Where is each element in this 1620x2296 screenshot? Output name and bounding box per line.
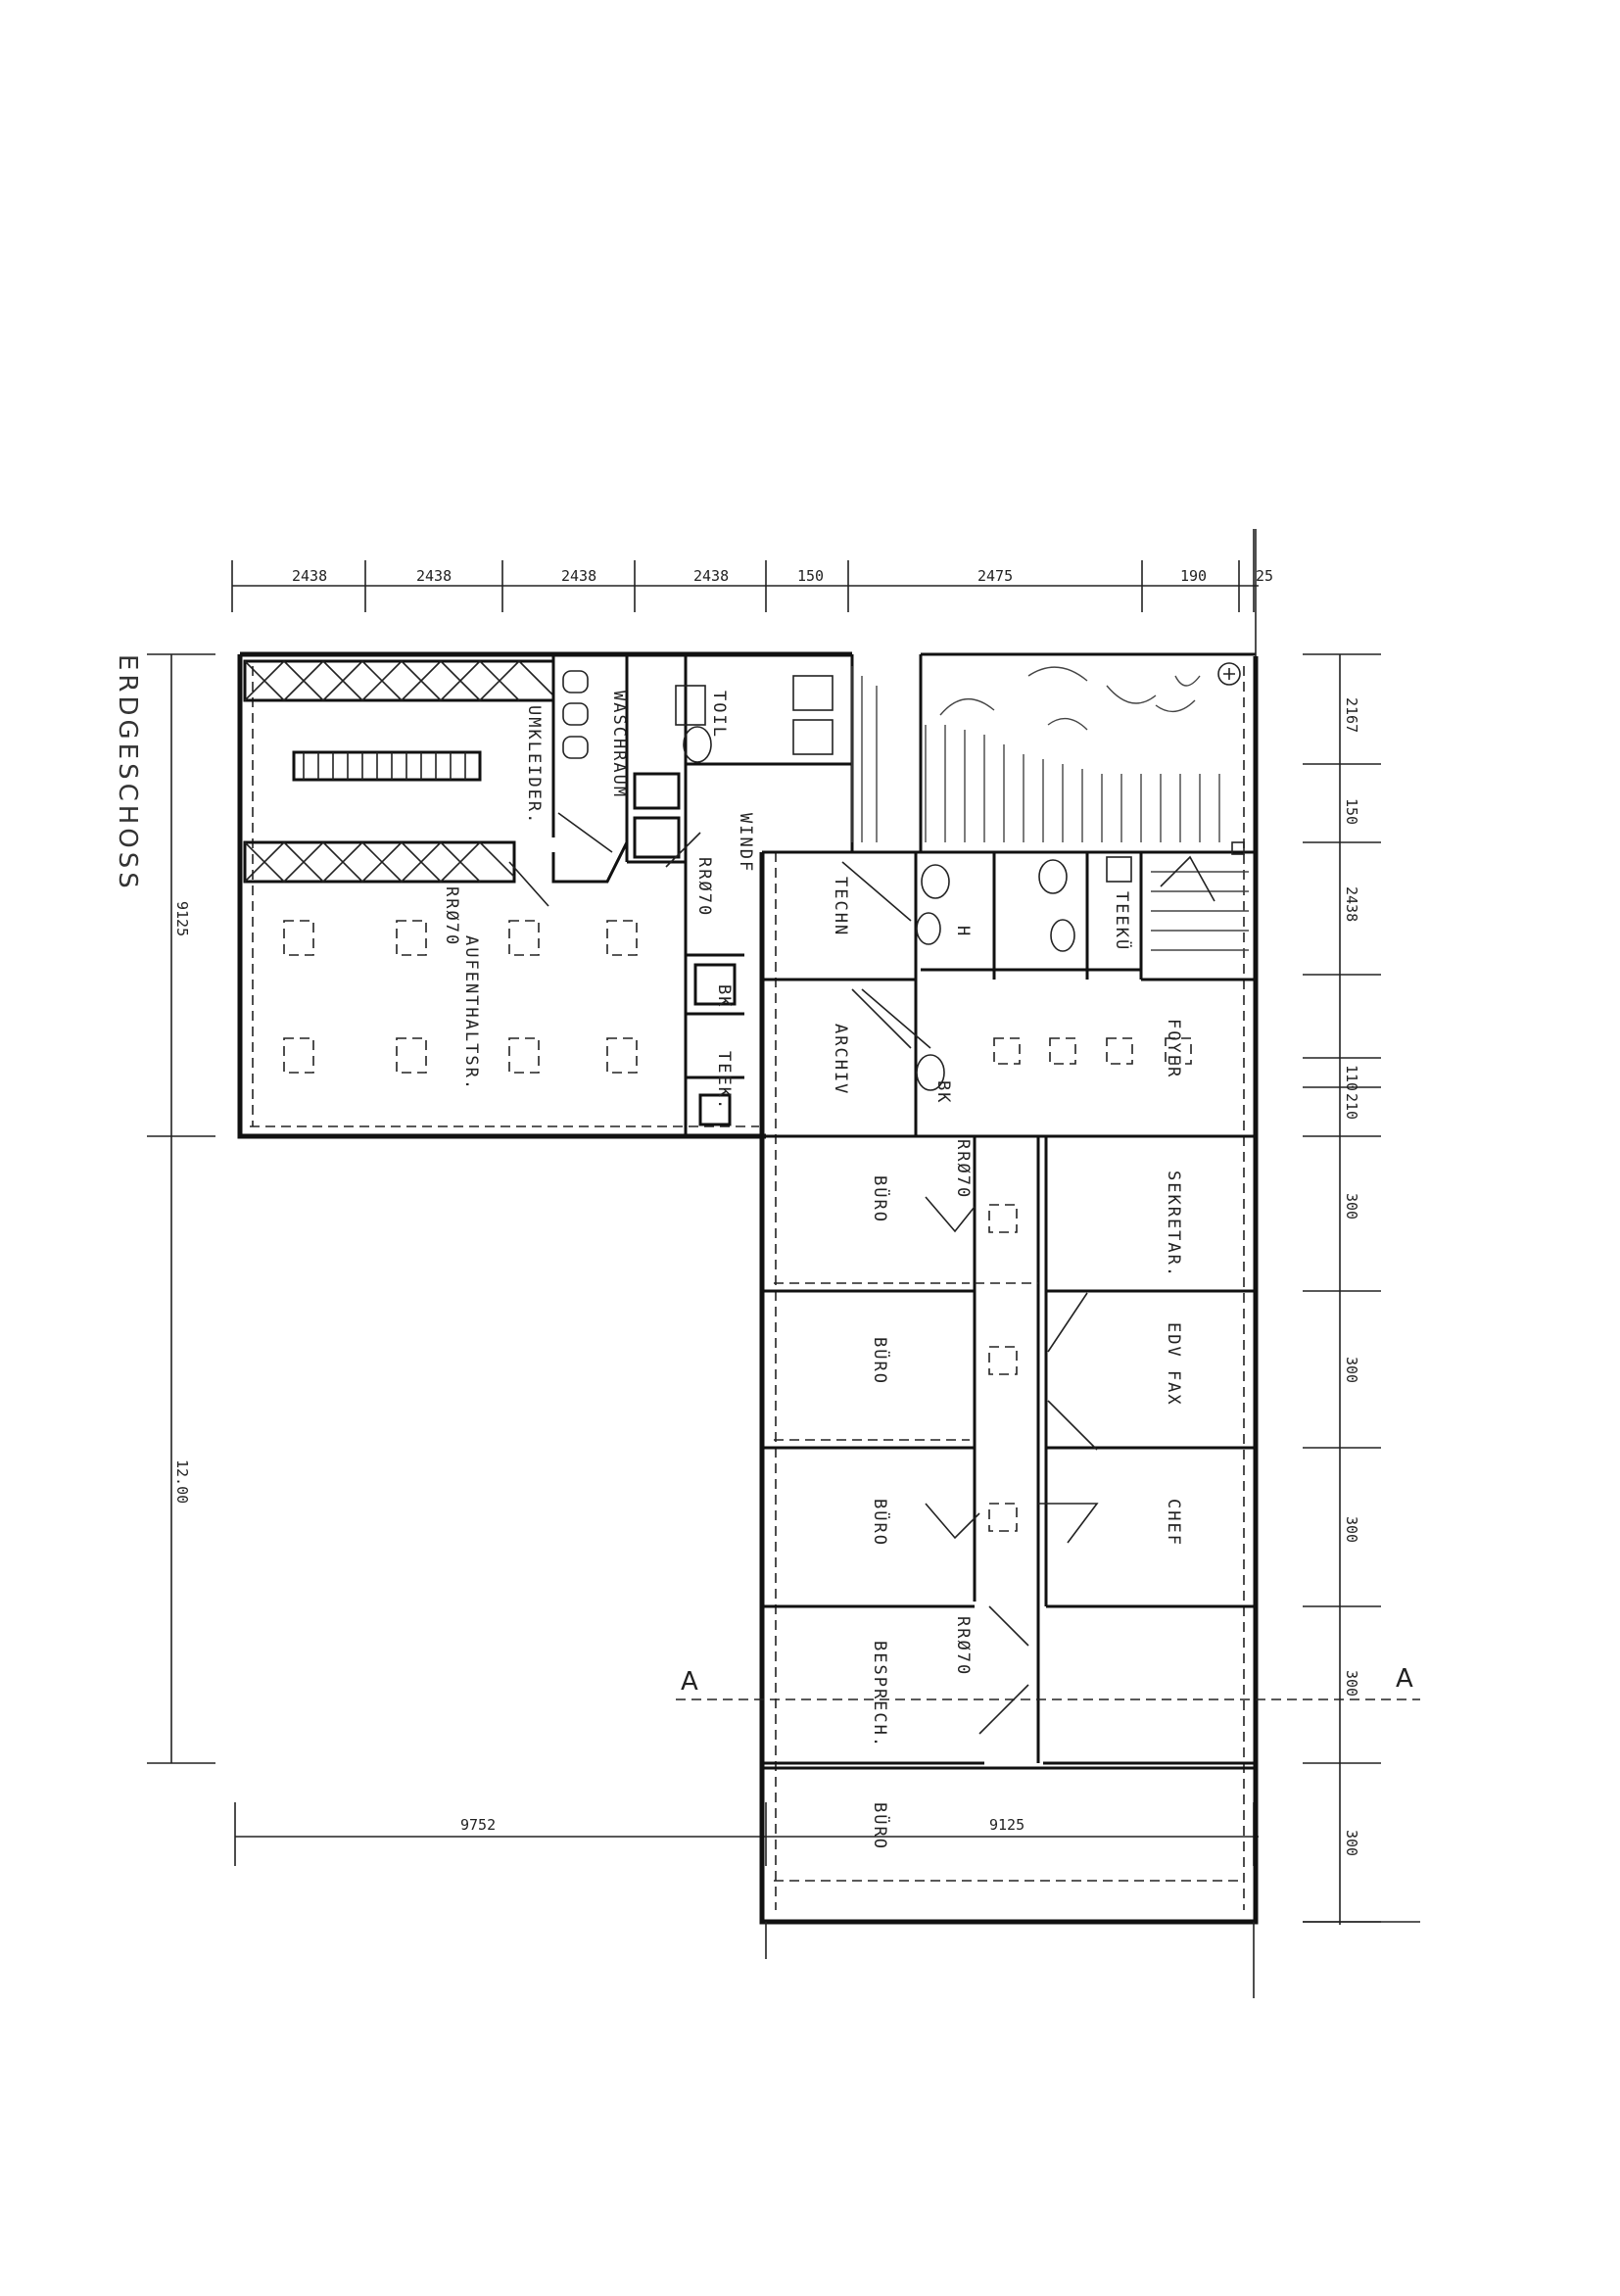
label-umkleider: UMKLEIDER. — [524, 705, 544, 825]
dimension-chain-right: 2167 150 2438 110 210 300 300 300 300 30… — [1303, 653, 1381, 1925]
label-waschraum: WASCHRAUM — [609, 691, 629, 798]
floor-title: ERDGESCHOSS — [113, 654, 142, 892]
dim-bottom-2: 9125 — [989, 1816, 1024, 1834]
section-line: A A — [676, 1664, 1420, 1700]
label-rr70-d: RRØ70 — [953, 1616, 973, 1676]
label-buero-2: BÜRO — [870, 1337, 891, 1385]
dim-top-7: 190 — [1180, 567, 1207, 585]
label-rr70-c: RRØ70 — [953, 1139, 973, 1199]
dim-right-10: 300 — [1343, 1830, 1360, 1856]
dim-top-8: 25 — [1256, 567, 1273, 585]
dim-left-2: 12.00 — [173, 1459, 191, 1504]
dimension-chain-bottom: 9752 9125 — [234, 1802, 1259, 1866]
interior-walls-top-right — [686, 652, 1256, 1136]
label-bk-b: BK — [933, 1080, 953, 1104]
dim-right-7: 300 — [1343, 1357, 1360, 1383]
label-sekretar: SEKRETAR. — [1164, 1171, 1183, 1278]
label-buero-4: BÜRO — [870, 1802, 891, 1850]
dim-right-4: 110 — [1343, 1065, 1360, 1091]
label-bk-a: BK — [714, 984, 734, 1008]
label-rr70-a: RRØ70 — [442, 886, 461, 946]
dimension-chain-top: 2438 2438 2438 2438 150 2475 190 25 — [231, 529, 1273, 612]
label-teekue: TEEKÜ — [1112, 891, 1133, 951]
dim-right-3: 2438 — [1343, 886, 1360, 922]
dim-top-4: 2438 — [693, 567, 729, 585]
table-marks-left — [283, 920, 638, 1074]
dim-right-6: 300 — [1343, 1193, 1360, 1220]
office-walls — [764, 988, 1256, 1882]
dim-right-8: 300 — [1343, 1516, 1360, 1543]
dim-bottom-1: 9752 — [460, 1816, 496, 1834]
dim-right-2: 150 — [1343, 798, 1360, 825]
label-toil: TOIL — [709, 691, 729, 739]
dim-right-1: 2167 — [1343, 697, 1360, 733]
label-archiv: ARCHIV — [831, 1024, 850, 1095]
dim-top-3: 2438 — [561, 567, 596, 585]
label-windf: WINDF — [736, 813, 755, 873]
dim-right-5: 210 — [1343, 1093, 1360, 1120]
label-besprech: BESPRECH. — [870, 1641, 889, 1748]
dim-top-2: 2438 — [416, 567, 452, 585]
label-aufenthaltsr: AUFENTHALTSR. — [461, 935, 481, 1091]
room-labels: UMKLEIDER. WASCHRAUM AUFENTHALTSR. RRØ70… — [442, 691, 1183, 1850]
label-techn: TECHN — [831, 877, 850, 936]
locker-rows — [243, 659, 555, 884]
dim-top-6: 2475 — [977, 567, 1013, 585]
dim-right-9: 300 — [1343, 1670, 1360, 1697]
dim-left-1: 9125 — [173, 901, 191, 936]
label-buero-1: BÜRO — [870, 1175, 891, 1223]
dim-top-5: 150 — [797, 567, 824, 585]
section-label-left: A — [681, 1667, 698, 1697]
dim-top-1: 2438 — [292, 567, 327, 585]
entrance-steps — [851, 662, 1245, 855]
label-foyer: FOYER — [1164, 1019, 1183, 1078]
section-label-right: A — [1396, 1664, 1413, 1694]
dimension-chain-left: 9125 12.00 — [147, 653, 215, 1764]
label-h: H — [953, 926, 973, 937]
label-buero-3: BÜRO — [870, 1499, 891, 1547]
label-rr70-b: RRØ70 — [694, 857, 714, 917]
label-teek: TEEK. — [714, 1051, 734, 1111]
extension-lines — [765, 529, 1420, 1998]
interior-walls-left — [508, 654, 852, 1136]
label-chef: CHEF — [1164, 1499, 1183, 1547]
label-edv-fax: EDV FAX — [1164, 1322, 1183, 1407]
